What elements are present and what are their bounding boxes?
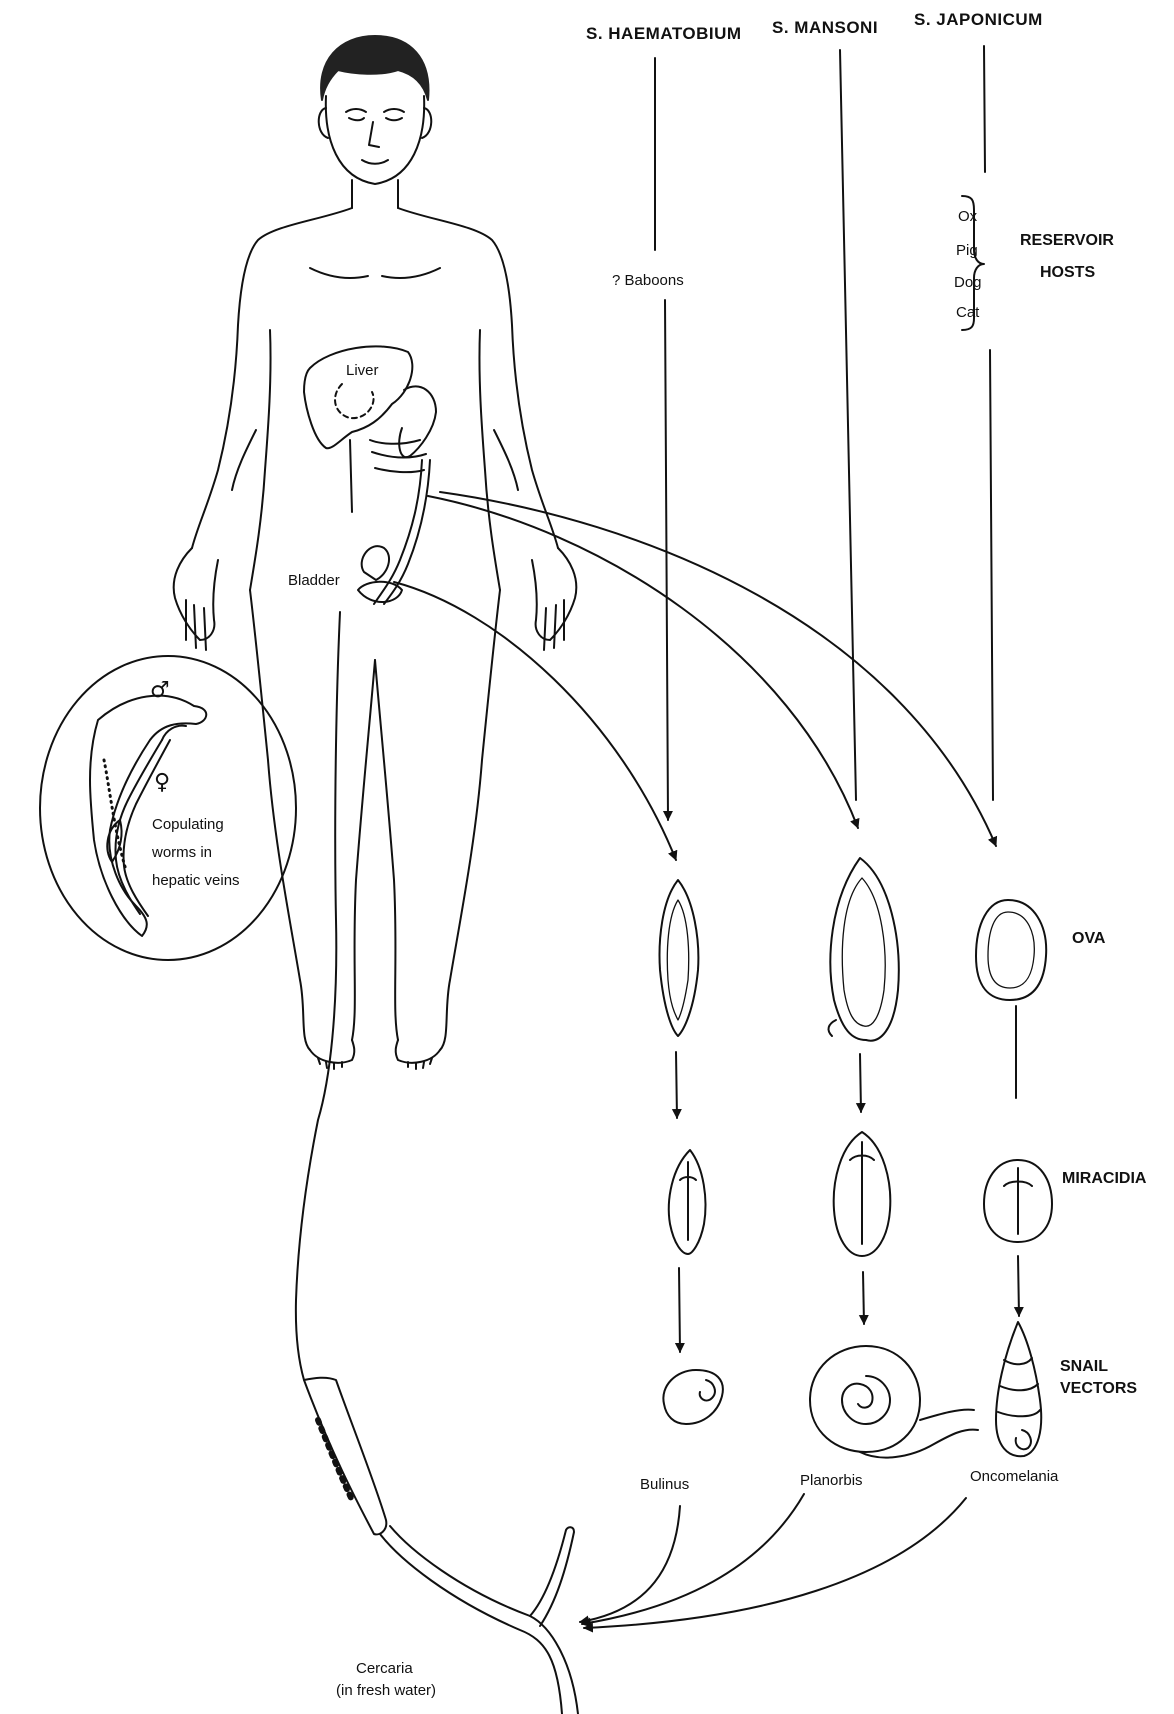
right-foot (396, 1040, 440, 1063)
human-hair (321, 36, 428, 100)
reservoir-hosts-label-line2: HOSTS (1040, 264, 1095, 282)
ovum-haematobium (660, 880, 699, 1036)
male-symbol: ♂ (150, 678, 170, 703)
stage-label-snail-line2: VECTORS (1060, 1380, 1137, 1398)
snail-planorbis (810, 1346, 920, 1452)
liver-label: Liver (346, 362, 379, 379)
human-figure (174, 36, 577, 1380)
miracidia-illustrations (669, 1132, 1052, 1256)
stage-label-snail-line1: SNAIL (1060, 1358, 1108, 1376)
reservoir-hosts-label-line1: RESERVOIR (1020, 232, 1114, 250)
reservoir-host-pig: Pig (956, 242, 978, 259)
species-label-japonicum: S. JAPONICUM (914, 10, 1043, 30)
inset-caption-line3: hepatic veins (152, 872, 240, 889)
stage-label-miracidia: MIRACIDIA (1062, 1170, 1146, 1188)
cercaria-label-line1: Cercaria (356, 1660, 413, 1677)
cercaria-illustration (304, 1378, 578, 1714)
female-symbol: ♀ (154, 770, 170, 795)
snail-to-cercaria-arrows (580, 1494, 966, 1628)
ovum-japonicum (976, 900, 1046, 1000)
stage-arrows (676, 1006, 1019, 1352)
human-head (326, 96, 424, 184)
snail-illustrations (663, 1322, 1041, 1458)
body-to-ova-arrows (394, 492, 996, 860)
cercaria-label-line2: (in fresh water) (336, 1682, 436, 1699)
baboons-label: ? Baboons (612, 272, 684, 289)
bladder-label: Bladder (288, 572, 340, 589)
bladder (362, 546, 389, 580)
inset-caption-line2: worms in (152, 844, 212, 861)
species-label-mansoni: S. MANSONI (772, 18, 878, 38)
snail-name-bulinus: Bulinus (640, 1476, 689, 1493)
species-lines (655, 46, 993, 820)
snail-name-oncomelania: Oncomelania (970, 1468, 1058, 1485)
cercaria-body (304, 1378, 386, 1535)
snail-name-planorbis: Planorbis (800, 1472, 863, 1489)
snail-oncomelania (996, 1322, 1041, 1456)
reservoir-host-cat: Cat (956, 304, 979, 321)
ova-illustrations (660, 858, 1047, 1041)
species-label-haematobium: S. HAEMATOBIUM (586, 24, 742, 44)
stage-label-ova: OVA (1072, 930, 1105, 948)
inset-caption-line1: Copulating (152, 816, 224, 833)
reservoir-host-dog: Dog (954, 274, 982, 291)
reservoir-host-ox: Ox (958, 208, 977, 225)
ovum-mansoni (830, 858, 898, 1041)
